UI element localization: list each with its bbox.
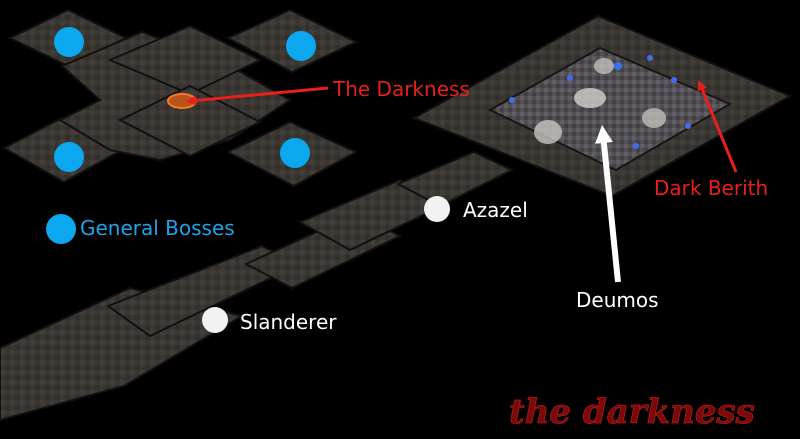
label-slanderer: Slanderer <box>240 310 337 334</box>
boss-marker-bottomright <box>280 138 310 168</box>
berith-arena <box>411 14 793 198</box>
arrow-deumos <box>594 125 621 283</box>
label-dark-berith: Dark Berith <box>654 176 769 200</box>
label-azazel: Azazel <box>463 198 528 222</box>
the-darkness-logo: the darkness <box>509 392 756 433</box>
darkness-chamber <box>1 8 359 188</box>
corridor-middle <box>243 150 515 290</box>
legend-general-bosses: General Bosses <box>80 216 235 240</box>
blue-circle-icon <box>46 214 76 244</box>
label-the-darkness: The Darkness <box>333 77 470 101</box>
boss-marker-topright <box>286 31 316 61</box>
arrow-the-darkness <box>186 86 329 106</box>
svg-text:the darkness: the darkness <box>509 392 755 432</box>
boss-marker-bottomleft <box>54 142 84 172</box>
boss-marker-topleft <box>54 27 84 57</box>
arrow-dark-berith <box>697 80 738 173</box>
label-deumos: Deumos <box>576 288 659 312</box>
arrows <box>186 80 738 283</box>
azazel-marker <box>424 196 450 222</box>
slanderer-marker <box>202 307 228 333</box>
